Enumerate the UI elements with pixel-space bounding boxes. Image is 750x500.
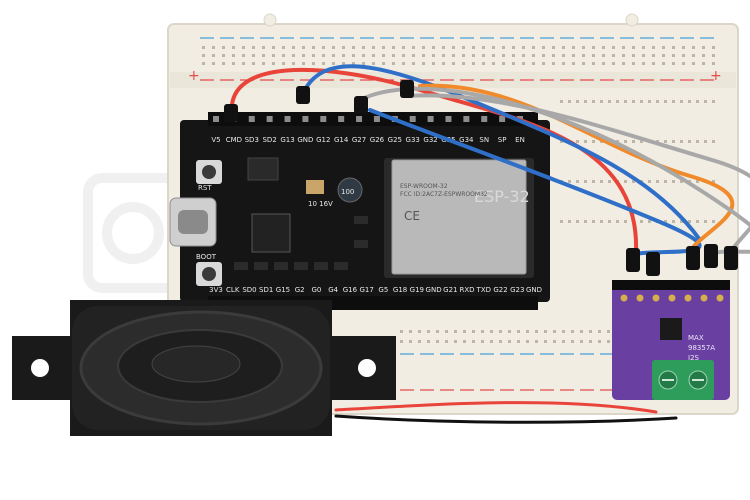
- top-pin-label: G32: [423, 136, 437, 144]
- header-pin: [481, 116, 488, 122]
- module-title: ESP-32: [474, 187, 530, 206]
- wire-gray-gnd: [358, 86, 750, 258]
- plus-mark-right: +: [710, 68, 722, 84]
- wire-blue-lrc: [368, 108, 702, 258]
- header-pin: [356, 116, 363, 122]
- screw-terminal[interactable]: [652, 360, 714, 400]
- header-pin: [302, 116, 309, 122]
- top-pin-label: SP: [498, 136, 507, 144]
- header-pin: [338, 116, 345, 122]
- usb-uart-chip: [251, 213, 291, 253]
- boot-label: BOOT: [196, 253, 217, 261]
- module-line1: ESP-WROOM-32: [400, 183, 448, 190]
- bottom-pin-label: G16: [343, 286, 358, 294]
- amp-label-part: 98357A: [688, 344, 715, 352]
- wire-red-vin: [229, 67, 639, 254]
- watermark-logo: [83, 173, 183, 293]
- top-pin-label: GND: [297, 136, 313, 144]
- wire-black-speaker: [334, 414, 678, 424]
- bottom-pin-label: G21: [443, 286, 457, 294]
- wire-orange-bclk: [418, 83, 735, 254]
- top-pin-label: G14: [334, 136, 349, 144]
- top-pin-label: SN: [479, 136, 489, 144]
- bottom-pin-label: G22: [493, 286, 507, 294]
- speaker: [12, 300, 396, 436]
- bottom-pin-label: G18: [393, 286, 407, 294]
- top-pin-label: G33: [406, 136, 420, 144]
- top-pin-label: SD3: [245, 136, 259, 144]
- header-pin: [266, 116, 273, 122]
- header-pin: [445, 116, 452, 122]
- ce-mark: CE: [404, 209, 420, 223]
- header-pin: [248, 116, 255, 122]
- bottom-pin-label: G2: [295, 286, 305, 294]
- top-pin-label: V5: [211, 136, 220, 144]
- amp-chip: [660, 318, 682, 340]
- top-pin-label: G12: [316, 136, 330, 144]
- top-pin-label: G26: [370, 136, 385, 144]
- top-pin-label: G25: [388, 136, 402, 144]
- bottom-pin-label: G0: [311, 286, 321, 294]
- header-pin: [463, 116, 470, 122]
- bottom-pin-label: GND: [526, 286, 542, 294]
- capacitor: [306, 180, 324, 194]
- bottom-pin-label: SD0: [242, 286, 256, 294]
- bottom-pin-label: G15: [276, 286, 290, 294]
- amp-label-i2s: I2S: [688, 354, 700, 362]
- speaker-mount-hole-left: [31, 359, 49, 377]
- bottom-pin-label: RXD: [460, 286, 475, 294]
- bottom-pin-label: G17: [359, 286, 373, 294]
- bottom-pin-label: GND: [426, 286, 442, 294]
- bottom-pin-label: TXD: [476, 286, 491, 294]
- header-pin: [320, 116, 327, 122]
- wire-blue-top: [300, 64, 702, 242]
- header-pin: [427, 116, 434, 122]
- cap-label: 10 16V: [308, 200, 333, 208]
- bottom-pin-label: G19: [410, 286, 424, 294]
- header-pin: [373, 116, 380, 122]
- plus-mark: +: [188, 68, 200, 84]
- wire-gray-din: [406, 93, 750, 256]
- header-pin: [213, 116, 219, 122]
- bottom-pin-label: 3V3: [209, 286, 223, 294]
- bottom-pin-label: G5: [378, 286, 388, 294]
- header-pin: [499, 116, 506, 122]
- top-pin-label: EN: [515, 136, 525, 144]
- max98357a-amplifier: MAX 98357A I2S 3W: [612, 280, 730, 400]
- wire-connector-heads: [224, 80, 738, 276]
- header-pin: [284, 116, 291, 122]
- module-line2: FCC ID:2AC7Z-ESPWROOM32: [400, 191, 488, 198]
- amp-label-max: MAX: [688, 334, 704, 342]
- bottom-pin-label: SD1: [259, 286, 273, 294]
- top-pin-label: CMD: [226, 136, 242, 144]
- top-pin-label: SD2: [262, 136, 276, 144]
- speaker-mount-hole-right: [358, 359, 376, 377]
- top-pin-label: G13: [280, 136, 294, 144]
- header-pin: [409, 116, 416, 122]
- esp-wroom-module: [391, 159, 527, 275]
- jumper-wires: [229, 64, 750, 424]
- cap2-label: 100: [341, 188, 354, 196]
- top-pin-label: G34: [459, 136, 474, 144]
- bottom-pin-label: G23: [510, 286, 524, 294]
- wire-red-speaker: [334, 401, 658, 414]
- top-pin-label: G27: [352, 136, 366, 144]
- bottom-pin-label: G4: [328, 286, 338, 294]
- bottom-pin-label: CLK: [226, 286, 240, 294]
- rst-label: RST: [198, 184, 212, 192]
